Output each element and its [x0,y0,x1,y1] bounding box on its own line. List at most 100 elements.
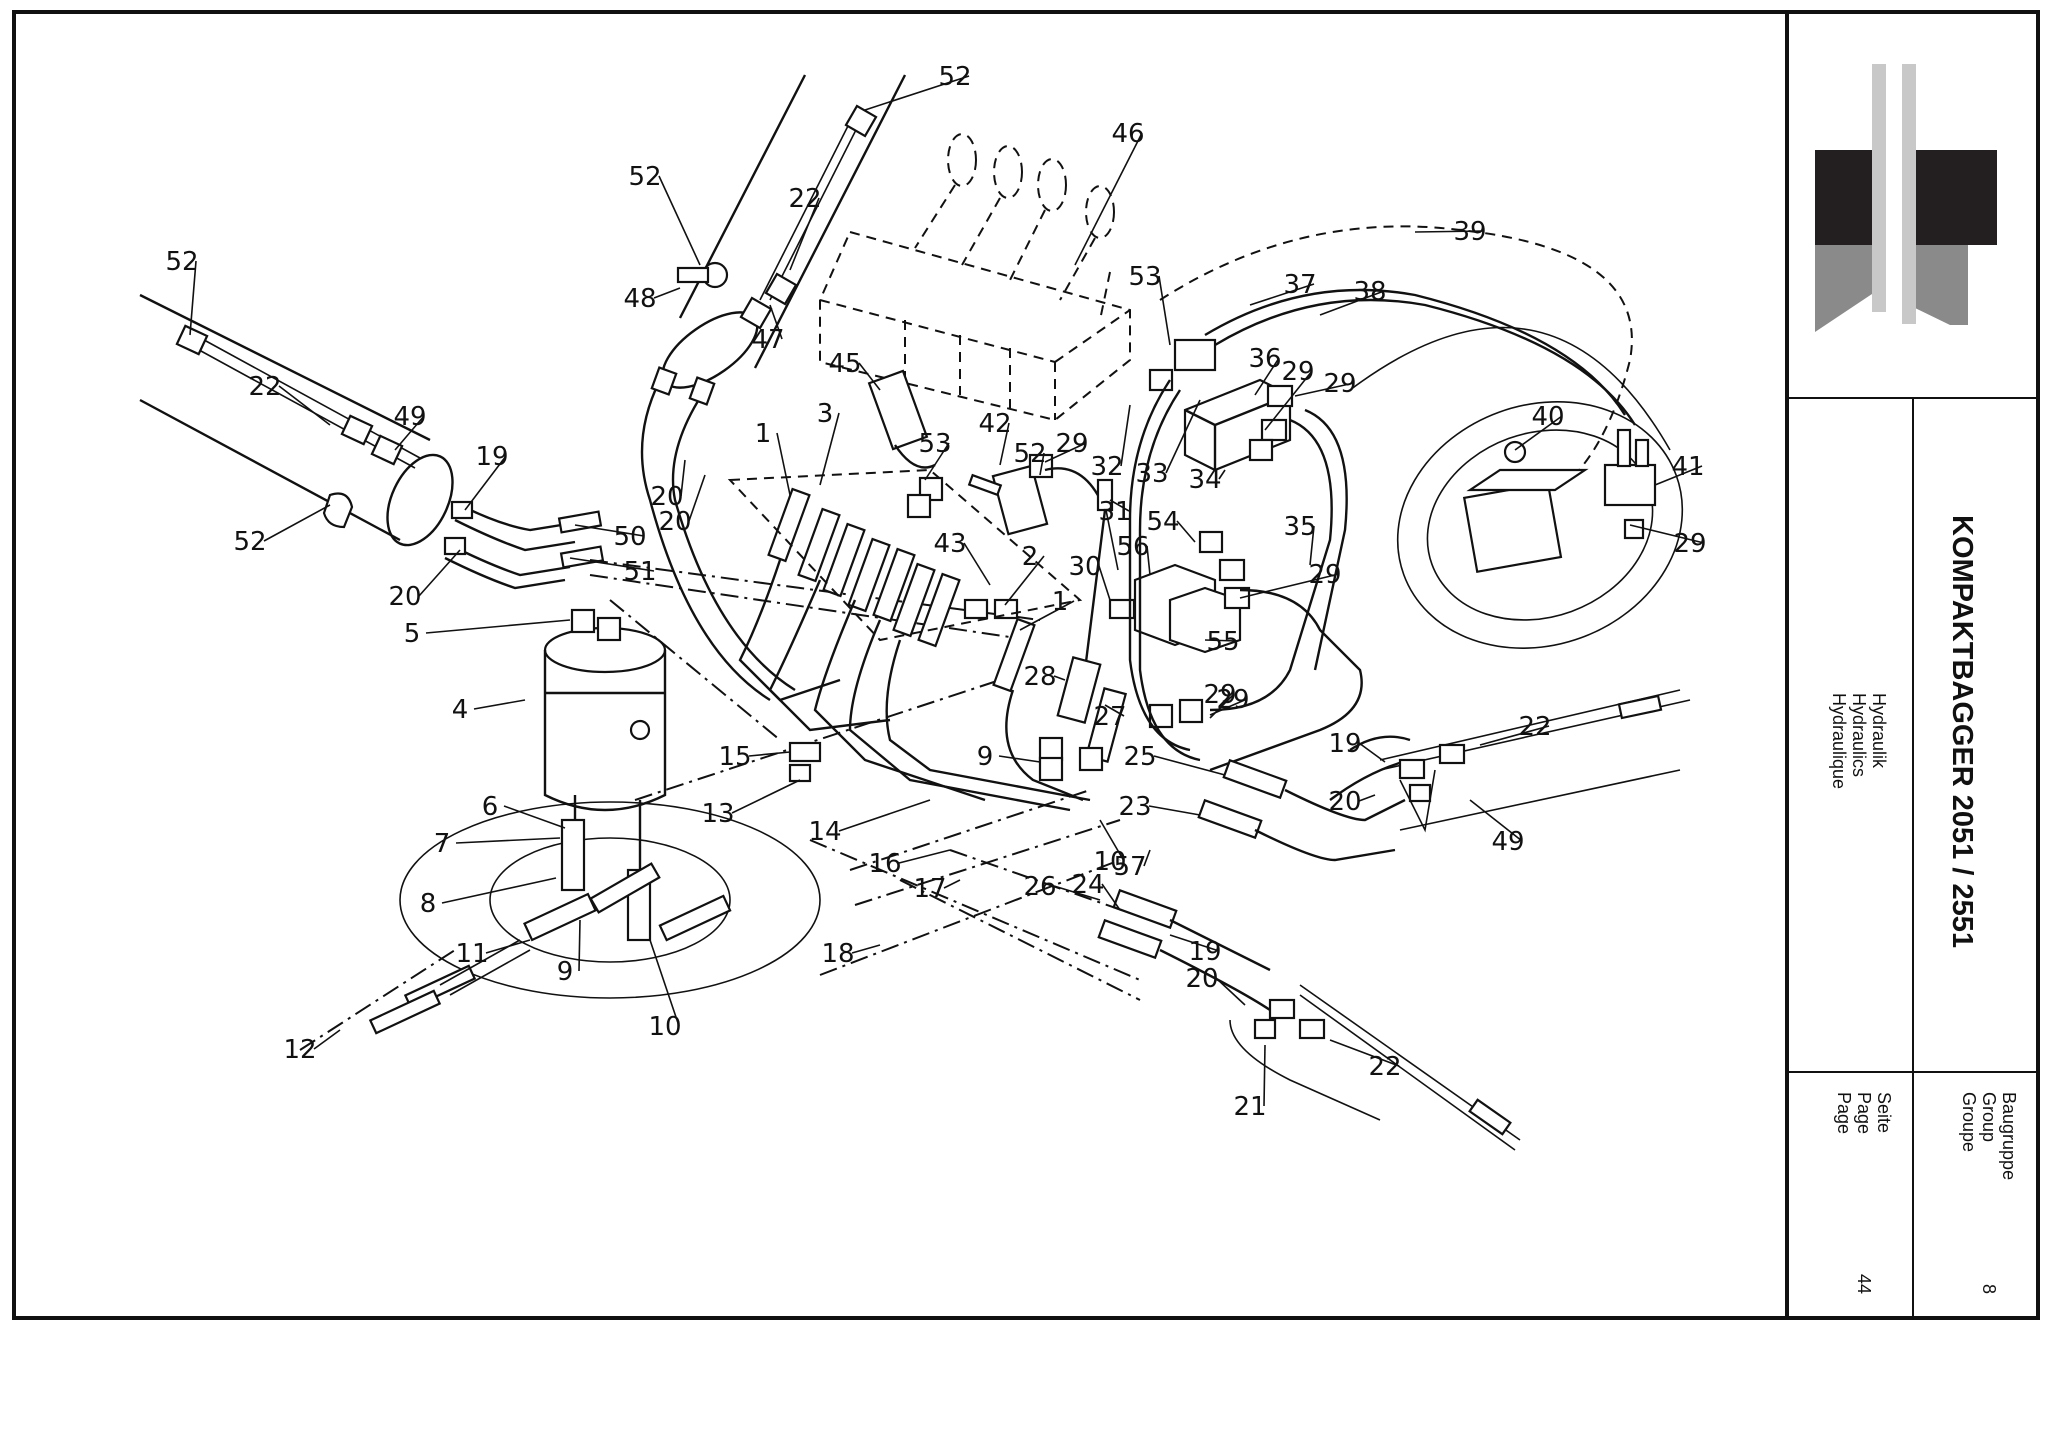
callout-number: 24 [1071,870,1104,900]
callout-leader [1101,883,1121,911]
callout-30: 30 [1068,552,1111,601]
callout-leader [1039,452,1045,476]
callout-leader [1329,1039,1400,1067]
callout-leader [418,549,461,597]
callout-42: 42 [978,409,1012,466]
callout-leader [1264,370,1313,431]
drawing-title: KOMPAKTBAGGER 2051 / 2551 [1946,515,1978,948]
group-label-fr: Groupe [1959,1092,1979,1152]
callout-leader [998,755,1041,763]
callout-number: 13 [701,799,734,829]
callout-number: 15 [718,742,751,772]
callout-29: 29 [1209,685,1250,716]
callout-number: 20 [388,582,421,612]
hydraulic-line-art [139,74,1691,1151]
callout-54: 54 [1146,507,1196,543]
callout-24: 24 [1071,870,1121,911]
callout-number: 4 [452,695,469,725]
callout-37: 37 [1249,270,1317,306]
callout-number: 50 [613,522,646,552]
callout-number: 42 [978,409,1011,439]
callout-leader [189,260,197,336]
callout-number: 25 [1123,742,1156,772]
callout-22: 22 [1329,1039,1402,1082]
callout-52: 52 [165,247,199,336]
callout-number: 2 [1022,542,1039,572]
callout-17: 17 [913,874,961,904]
callout-52: 52 [233,504,331,557]
callout-leader [1358,794,1376,802]
callout-56: 56 [1116,532,1151,576]
callout-number: 20 [650,482,683,512]
callout-25: 25 [1123,742,1226,776]
callout-number: 5 [404,619,421,649]
callout-leader [1629,524,1705,544]
callout-leader [1514,415,1563,451]
callout-leader [425,619,571,634]
group-label-de: Baugruppe [1999,1092,2019,1180]
callout-number: 19 [1328,729,1361,759]
callout-3: 3 [817,399,840,486]
subtitle-english: Hydraulics [1849,693,1869,777]
callout-19: 19 [1169,934,1222,967]
callout-number: 26 [1023,872,1056,902]
callout-leader [1148,805,1201,816]
callout-53: 53 [918,429,952,481]
callout-leader [1074,132,1143,266]
callout-leader [769,304,783,340]
callout-16: 16 [868,849,951,879]
callout-number: 57 [1113,852,1146,882]
callout-15: 15 [718,742,791,772]
callout-40: 40 [1514,402,1565,451]
subtitle-german: Hydraulik [1869,693,1889,769]
callout-leader [1019,600,1075,631]
callout-22: 22 [248,372,331,426]
callout-50: 50 [574,522,647,552]
callout-38: 38 [1319,277,1387,316]
callout-9: 9 [977,742,1041,772]
callout-leader [943,879,961,889]
callout-number: 33 [1135,459,1168,489]
callout-leader [1146,545,1151,576]
callout-22: 22 [1479,712,1552,746]
callout-4: 4 [452,695,526,725]
callout-number: 22 [788,184,821,214]
callout-number: 9 [977,742,994,772]
callout-number: 38 [1353,277,1386,307]
callout-number: 29 [1203,680,1236,710]
callout-45: 45 [828,349,881,391]
callout-27: 27 [1093,702,1126,732]
callout-leader [1158,275,1171,346]
callout-leader [748,751,791,757]
callout-number: 21 [1233,1092,1266,1122]
callout-leader [1143,849,1151,867]
callout-leader [313,1029,341,1050]
callout-leader [1044,442,1087,463]
callout-leader [485,939,531,954]
callout-number: 18 [821,939,854,969]
callout-20: 20 [650,459,686,512]
callout-14: 14 [808,799,931,847]
callout-leader [1319,290,1385,316]
callout-number: 41 [1671,452,1704,482]
callout-number: 17 [913,874,946,904]
callout-leader [789,197,820,271]
callout-number: 49 [1491,827,1524,857]
callout-leader [503,805,566,829]
callout-leader [569,557,655,572]
callout-leader [1098,565,1111,601]
callout-12: 12 [283,1029,341,1065]
callout-52: 52 [628,162,701,266]
callout-leader [1654,465,1703,486]
callout-5: 5 [404,619,571,649]
callout-number: 8 [420,889,437,919]
callout-number: 28 [1023,662,1056,692]
company-logo [1815,64,1997,332]
callout-leader [731,779,801,814]
callout-leader [924,442,950,481]
callout-number: 29 [1216,685,1249,715]
page-label-en: Page [1854,1092,1874,1134]
callout-number: 49 [393,402,426,432]
callout-29: 29 [1264,357,1315,431]
callout-leader [864,75,970,111]
